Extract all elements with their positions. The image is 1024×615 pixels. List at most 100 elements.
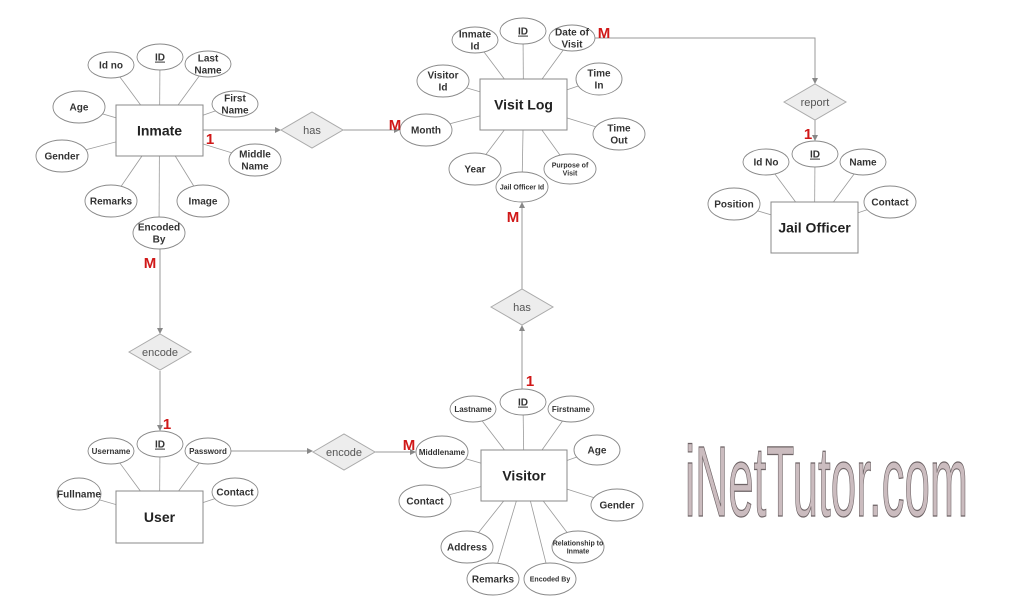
attribute-visitor-gender[interactable]: Gender bbox=[590, 488, 644, 522]
attribute-ellipse bbox=[742, 148, 790, 176]
attribute-ellipse bbox=[398, 484, 452, 518]
attribute-label: Remarks bbox=[472, 575, 515, 586]
attribute-ellipse bbox=[415, 435, 469, 469]
attribute-visitor-middlename[interactable]: Middlename bbox=[415, 435, 469, 469]
relationship-has1[interactable]: has bbox=[280, 111, 344, 149]
attribute-user-fullname[interactable]: Fullname bbox=[56, 477, 102, 511]
entity-box bbox=[480, 449, 568, 502]
relationship-encode1[interactable]: encode bbox=[128, 333, 192, 371]
attribute-ellipse bbox=[52, 90, 106, 124]
attribute-user-password[interactable]: Password bbox=[184, 437, 232, 465]
attribute-ellipse bbox=[399, 113, 453, 147]
attribute-label: Remarks bbox=[90, 197, 133, 208]
attribute-label: Name bbox=[849, 158, 877, 169]
attribute-visitor-id[interactable]: ID bbox=[499, 388, 547, 416]
entity-user[interactable]: User bbox=[115, 490, 204, 544]
attribute-user-contact[interactable]: Contact bbox=[211, 477, 259, 507]
entity-label: Inmate bbox=[137, 123, 182, 139]
entity-label: User bbox=[144, 509, 176, 525]
entity-inmate[interactable]: Inmate bbox=[115, 104, 204, 157]
attribute-label: Position bbox=[714, 200, 753, 211]
attribute-ellipse bbox=[863, 185, 917, 219]
attribute-visitor-contact[interactable]: Contact bbox=[398, 484, 452, 518]
entity-box bbox=[479, 78, 568, 131]
relationship-diamond bbox=[490, 288, 554, 326]
attribute-ellipse bbox=[449, 395, 497, 423]
attribute-ellipse bbox=[211, 477, 259, 507]
relationship-label: encode bbox=[326, 447, 362, 459]
attribute-user-id[interactable]: ID bbox=[136, 430, 184, 458]
relationship-connector bbox=[595, 37, 818, 84]
attribute-inmate-remarks[interactable]: Remarks bbox=[84, 184, 138, 218]
attribute-jailofficer-id[interactable]: ID bbox=[791, 140, 839, 168]
attribute-visitor-age[interactable]: Age bbox=[573, 434, 621, 466]
attribute-ellipse bbox=[136, 43, 184, 71]
cardinality-label: M bbox=[389, 117, 402, 134]
attribute-inmate-idno[interactable]: Id no bbox=[87, 51, 135, 79]
watermark-logo: iNetTutor.com bbox=[685, 426, 968, 538]
attribute-ellipse bbox=[573, 434, 621, 466]
attribute-visitlog-jailofficerid[interactable]: Jail Officer Id bbox=[495, 171, 549, 203]
attribute-jailofficer-contact[interactable]: Contact bbox=[863, 185, 917, 219]
attribute-label: ID bbox=[518, 398, 528, 409]
attribute-ellipse bbox=[791, 140, 839, 168]
attribute-inmate-age[interactable]: Age bbox=[52, 90, 106, 124]
attribute-ellipse bbox=[87, 51, 135, 79]
attribute-user-username[interactable]: Username bbox=[87, 437, 135, 465]
attribute-visitlog-year[interactable]: Year bbox=[448, 152, 502, 186]
relationship-diamond bbox=[280, 111, 344, 149]
relationship-diamond bbox=[128, 333, 192, 371]
entity-visitor[interactable]: Visitor bbox=[480, 449, 568, 502]
attribute-ellipse bbox=[495, 171, 549, 203]
attribute-label: Password bbox=[189, 447, 227, 456]
cardinality-label: M bbox=[144, 255, 157, 272]
attribute-jailofficer-name[interactable]: Name bbox=[839, 148, 887, 176]
attribute-ellipse bbox=[499, 17, 547, 45]
attribute-ellipse bbox=[228, 143, 282, 177]
attribute-visitor-encodedby[interactable]: Encoded By bbox=[523, 562, 577, 596]
attribute-visitor-address[interactable]: Address bbox=[440, 530, 494, 564]
attribute-visitor-lastname[interactable]: Lastname bbox=[449, 395, 497, 423]
attribute-inmate-gender[interactable]: Gender bbox=[35, 139, 89, 173]
attribute-ellipse bbox=[551, 530, 605, 564]
attribute-ellipse bbox=[451, 26, 499, 54]
attribute-inmate-image[interactable]: Image bbox=[176, 184, 230, 218]
attribute-visitlog-id[interactable]: ID bbox=[499, 17, 547, 45]
relationship-label: report bbox=[801, 97, 830, 109]
attribute-inmate-id[interactable]: ID bbox=[136, 43, 184, 71]
relationship-diamond bbox=[312, 433, 376, 471]
attribute-label: Contact bbox=[216, 488, 254, 499]
entity-jailofficer[interactable]: Jail Officer bbox=[770, 201, 859, 254]
attribute-visitlog-month[interactable]: Month bbox=[399, 113, 453, 147]
relationship-report[interactable]: report bbox=[783, 83, 847, 121]
attribute-ellipse bbox=[575, 62, 623, 96]
attribute-ellipse bbox=[466, 562, 520, 596]
attribute-jailofficer-idno[interactable]: Id No bbox=[742, 148, 790, 176]
relationship-has2[interactable]: has bbox=[490, 288, 554, 326]
attribute-label: Contact bbox=[871, 198, 909, 209]
attribute-ellipse bbox=[132, 216, 186, 250]
relationship-diamond bbox=[783, 83, 847, 121]
entity-visitlog[interactable]: Visit Log bbox=[479, 78, 568, 131]
attribute-visitor-remarks[interactable]: Remarks bbox=[466, 562, 520, 596]
attribute-label: Month bbox=[411, 126, 441, 137]
attribute-jailofficer-position[interactable]: Position bbox=[707, 187, 761, 221]
attribute-visitor-firstname[interactable]: Firstname bbox=[547, 395, 595, 423]
cardinality-label: M bbox=[403, 437, 416, 454]
relationship-encode2[interactable]: encode bbox=[312, 433, 376, 471]
